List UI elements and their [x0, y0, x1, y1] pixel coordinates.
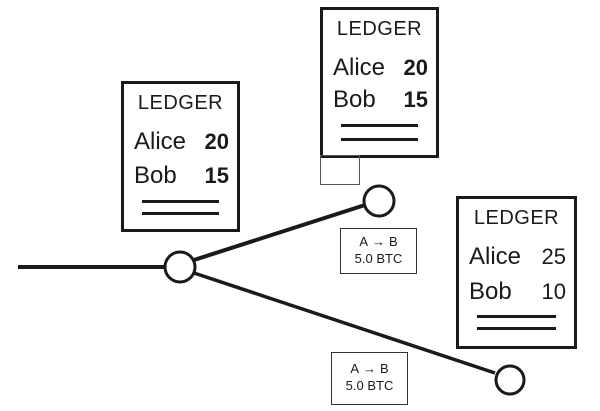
account-balance: 20: [403, 55, 428, 80]
arrow-right-icon: →: [372, 234, 385, 249]
transaction-sender: A: [359, 234, 368, 249]
fork-node: [163, 250, 197, 284]
empty-block-outline: [320, 155, 360, 185]
account-name: Alice: [134, 128, 187, 155]
account-balance: 25: [541, 244, 566, 269]
ledger-title: LEDGER: [137, 92, 224, 114]
arrow-right-icon: →: [363, 361, 376, 376]
transaction-upper: A → B 5.0 BTC: [340, 228, 417, 274]
transaction-amount: 5.0 BTC: [354, 251, 403, 266]
ledger-top: LEDGER Alice 20 Bob 15: [320, 7, 439, 158]
ledger-title: LEDGER: [473, 207, 560, 229]
account-name: Bob: [469, 278, 512, 305]
ledger-rule: [341, 138, 418, 141]
account-name: Alice: [333, 54, 386, 81]
ledger-row-alice: Alice 25: [469, 243, 566, 271]
lower-branch-node: [494, 364, 526, 396]
account-balance: 10: [541, 279, 566, 304]
ledger-rule: [142, 212, 219, 215]
account-name: Alice: [469, 243, 522, 270]
ledger-left: LEDGER Alice 20 Bob 15: [121, 81, 240, 232]
transaction-parties: A → B: [332, 360, 407, 377]
ledger-row-alice: Alice 20: [134, 128, 229, 156]
transaction-amount: 5.0 BTC: [345, 378, 394, 393]
transaction-receiver: B: [380, 361, 389, 376]
ledger-right: LEDGER Alice 25 Bob 10: [456, 196, 577, 349]
ledger-row-bob: Bob 15: [134, 162, 229, 190]
account-balance: 20: [204, 129, 229, 154]
ledger-title: LEDGER: [336, 18, 423, 40]
transaction-receiver: B: [389, 234, 398, 249]
ledger-row-alice: Alice 20: [333, 54, 428, 82]
account-balance: 15: [204, 163, 229, 188]
transaction-sender: A: [350, 361, 359, 376]
transaction-parties: A → B: [341, 233, 416, 250]
ledger-row-bob: Bob 10: [469, 278, 566, 306]
account-balance: 15: [403, 87, 428, 112]
ledger-rule: [341, 124, 418, 127]
ledger-rule: [477, 327, 556, 330]
account-name: Bob: [333, 86, 376, 113]
transaction-lower: A → B 5.0 BTC: [331, 352, 408, 405]
ledger-rule: [477, 315, 556, 318]
branch-upper-line: [193, 203, 366, 262]
branch-lower-line: [193, 271, 496, 375]
ledger-row-bob: Bob 15: [333, 86, 428, 114]
ledger-rule: [142, 200, 219, 203]
upper-branch-node: [362, 184, 396, 218]
account-name: Bob: [134, 162, 177, 189]
